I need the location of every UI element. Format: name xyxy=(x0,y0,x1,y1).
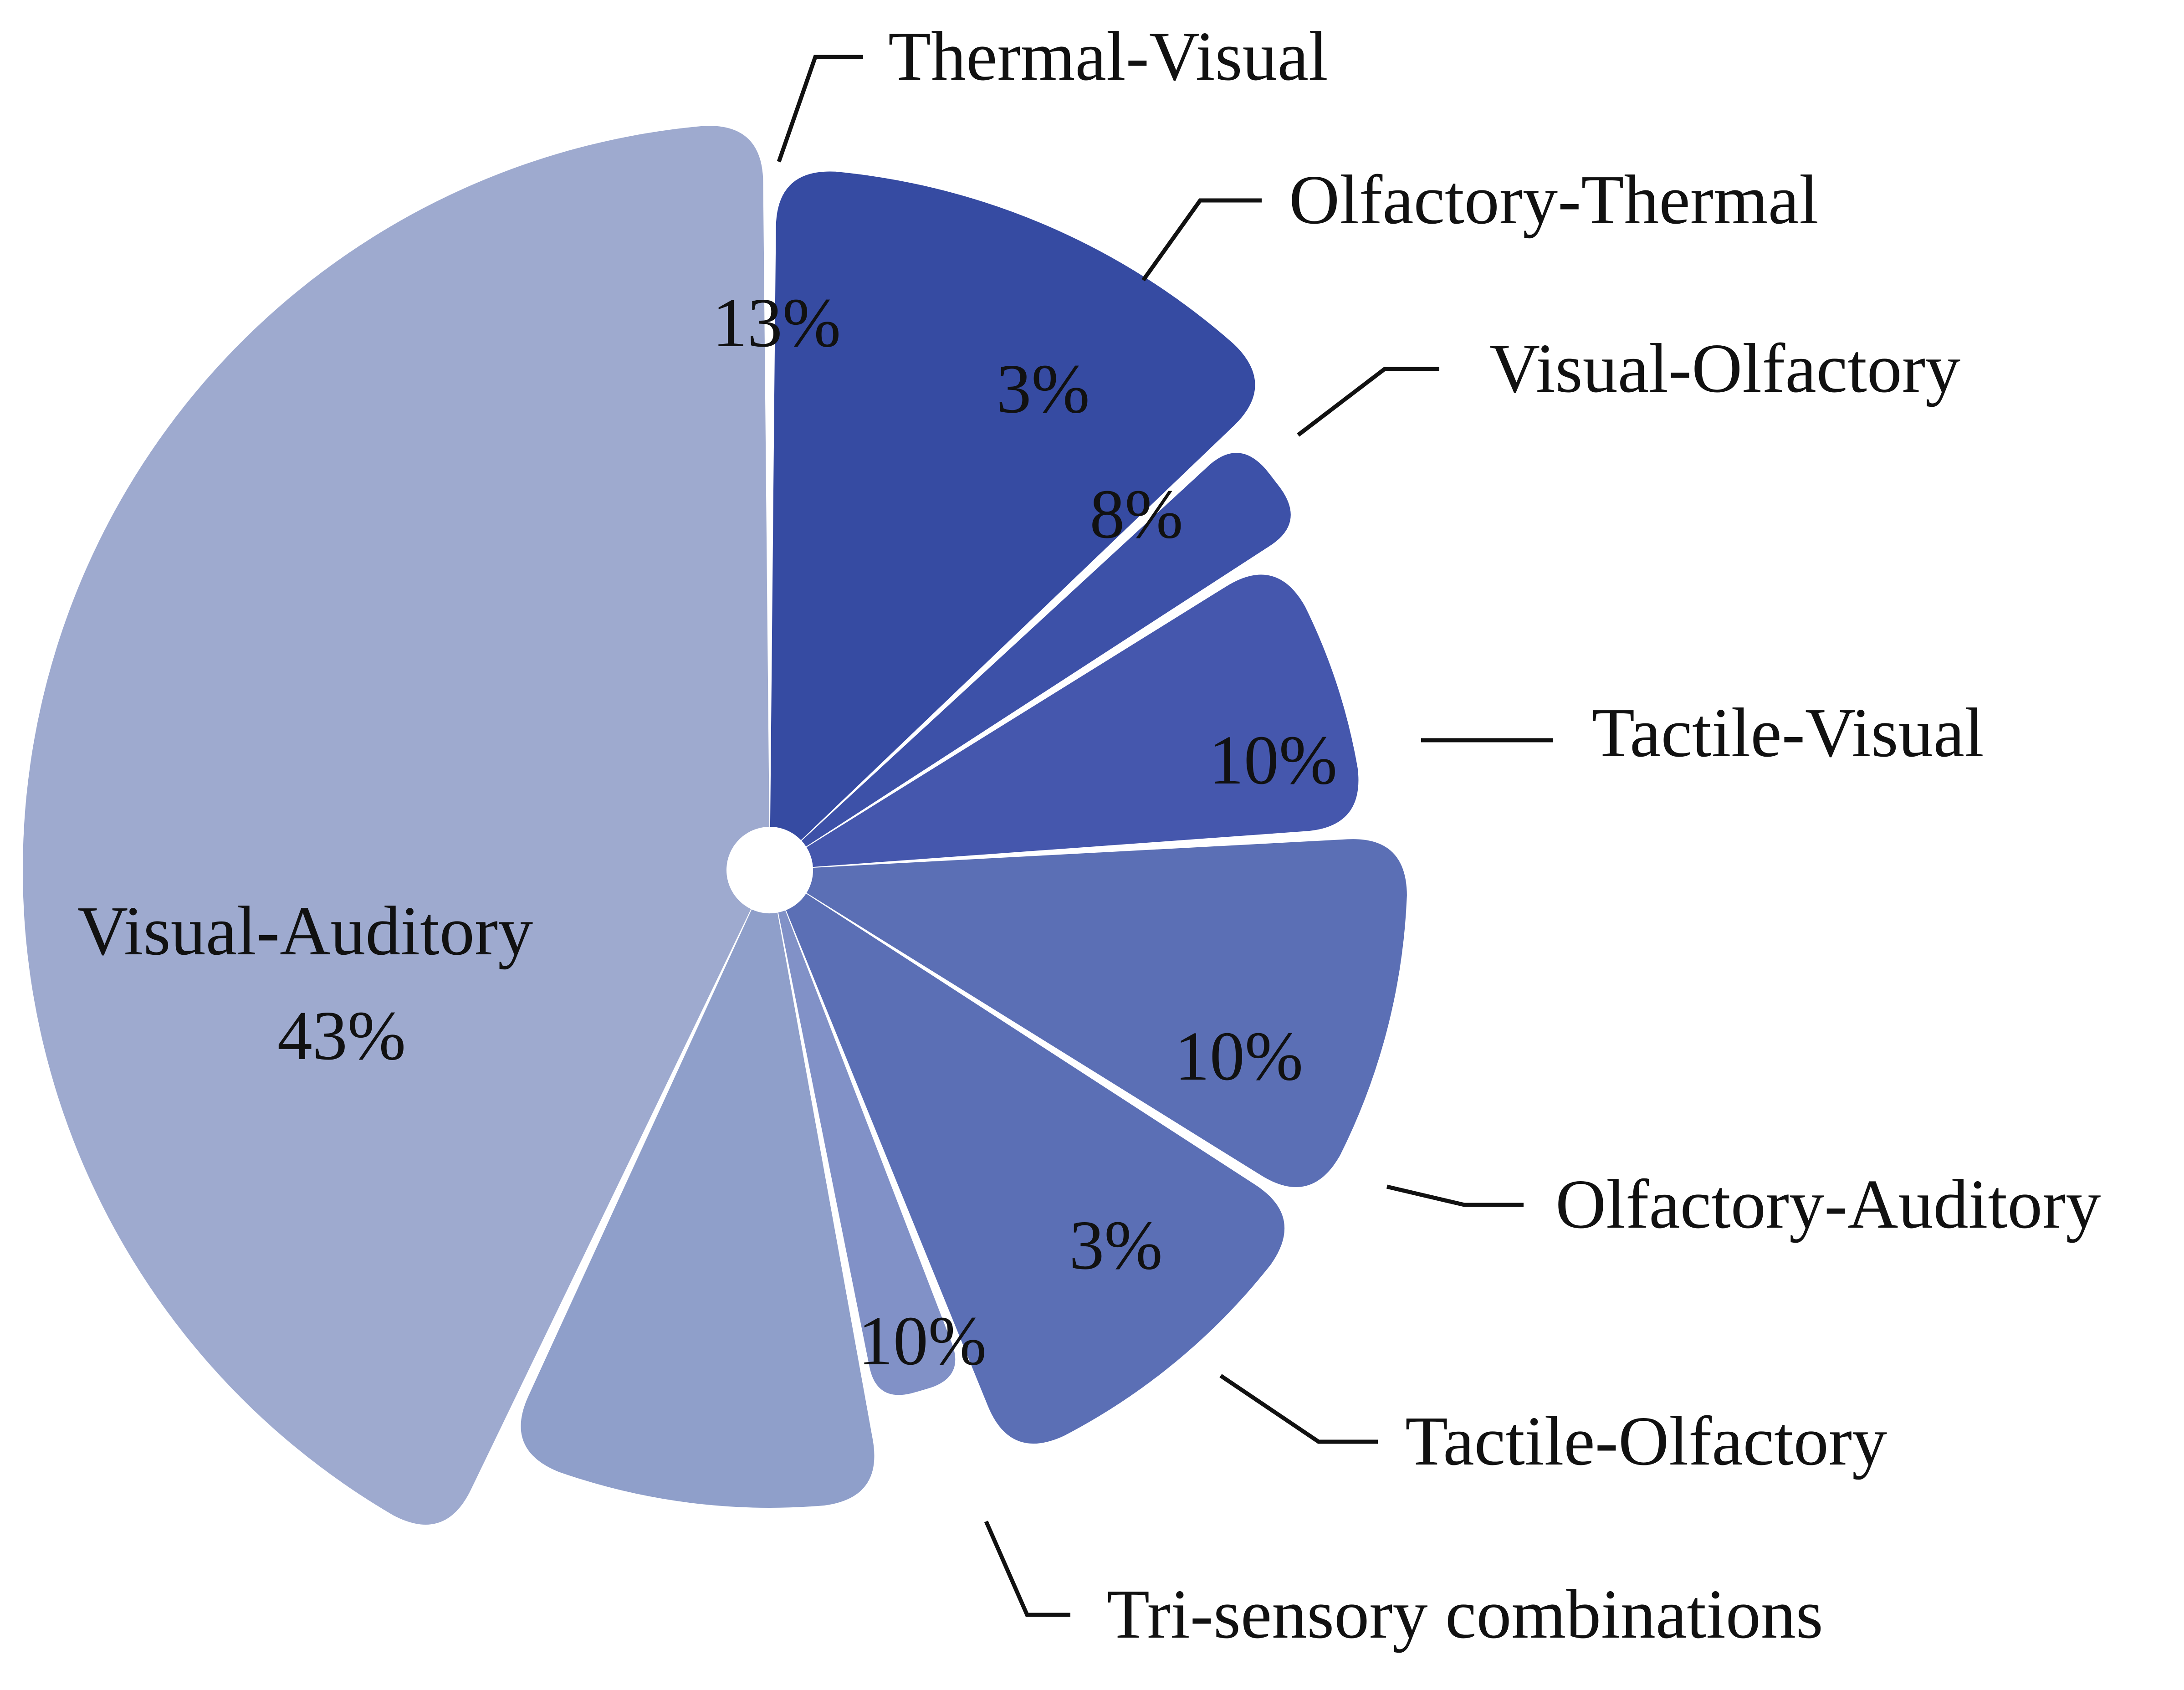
pie-slice-thermal-visual xyxy=(770,171,1255,840)
leader-line xyxy=(984,1521,1070,1617)
slice-category-label: Visual-Olfactory xyxy=(1489,330,1960,407)
slice-value-label: 10% xyxy=(858,1302,987,1380)
leader-line xyxy=(1219,1374,1378,1444)
slice-category-label: Tri-sensory combinations xyxy=(1107,1576,1823,1653)
leader-line xyxy=(1297,367,1439,437)
pie-slices xyxy=(22,126,1407,1525)
pie-slice-olfactory-auditory xyxy=(786,893,1285,1444)
pie-slice-visual-auditory xyxy=(22,126,770,1525)
slice-category-label: Olfactory-Auditory xyxy=(1555,1166,2101,1243)
slice-value-label: 10% xyxy=(1175,1018,1303,1095)
slice-value-label: 3% xyxy=(1069,1207,1162,1284)
slice-category-label: Tactile-Visual xyxy=(1592,694,1984,772)
slice-category-label: Thermal-Visual xyxy=(888,18,1328,95)
pie-slice-tactile-olfactory xyxy=(778,910,956,1395)
slice-value-label: 8% xyxy=(1089,476,1183,553)
slice-value-label: 3% xyxy=(996,350,1089,428)
leader-line xyxy=(1141,198,1262,282)
leader-line xyxy=(777,55,863,163)
slice-value-label: 13% xyxy=(712,284,841,362)
slice-category-label: Visual-Auditory xyxy=(77,892,533,970)
slice-category-label: Tactile-Olfactory xyxy=(1405,1403,1887,1480)
slice-value-label: 43% xyxy=(277,997,406,1075)
pie-slice-olfactory-thermal xyxy=(801,453,1291,847)
pie-slice-tactile-visual xyxy=(806,839,1407,1188)
slice-category-label: Olfactory-Thermal xyxy=(1289,161,1819,239)
pie-slice-visual-olfactory xyxy=(806,574,1359,867)
pie-slice-tri-sensory-combinations xyxy=(521,909,875,1508)
slice-value-label: 10% xyxy=(1209,722,1337,799)
leader-line xyxy=(1386,1184,1524,1207)
pie-labels: 13% Thermal-Visual 3% Olfactory-Thermal 8% Vi… xyxy=(77,18,2101,1653)
